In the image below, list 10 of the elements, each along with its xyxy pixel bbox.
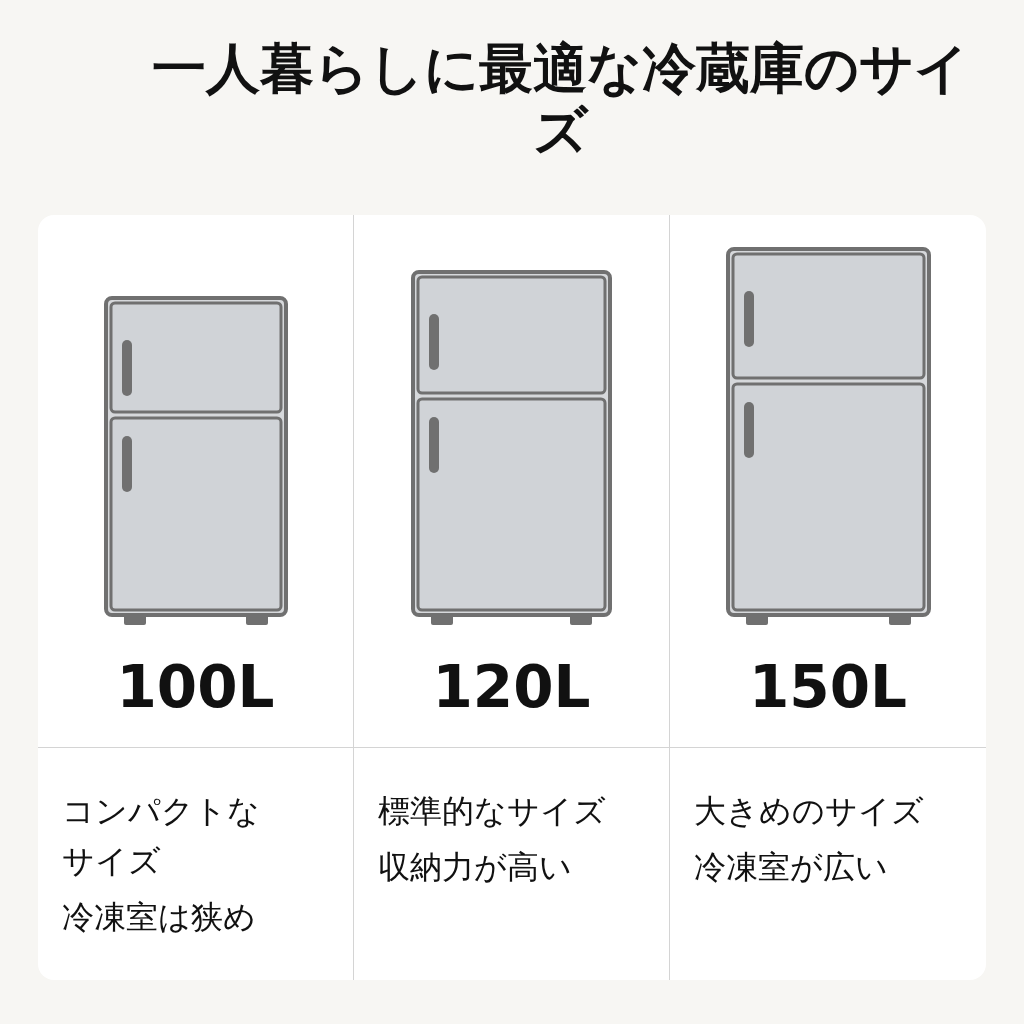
- description-text: コンパクトなサイズ: [62, 791, 261, 882]
- description-text: 標準的なサイズ: [378, 791, 607, 832]
- description-text: 収納力が高い: [378, 847, 573, 888]
- description-text: 冷凍室が広い: [694, 847, 889, 888]
- description-text: 冷凍室は狭め: [62, 897, 257, 938]
- capacity-label: 120L: [432, 655, 591, 719]
- title: 一人暮らしに最適な冷蔵庫のサイズ: [150, 38, 970, 162]
- description-text: 大きめのサイズ: [694, 791, 925, 832]
- capacity-label: 100L: [116, 655, 275, 719]
- capacity-label: 150L: [749, 655, 907, 719]
